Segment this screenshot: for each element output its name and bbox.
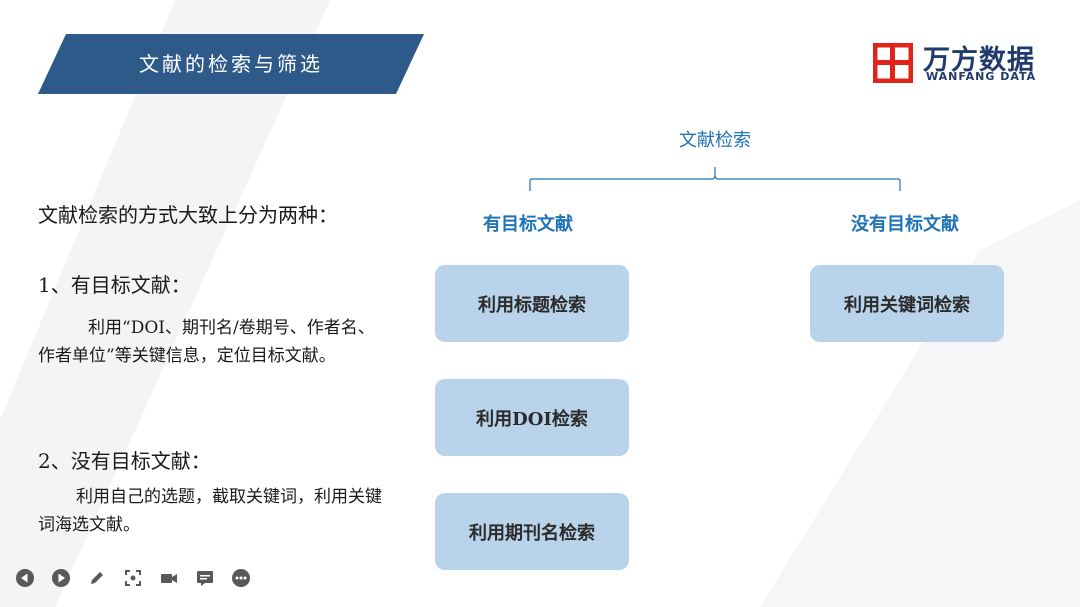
pen-icon[interactable] — [86, 567, 108, 589]
doi-search-box[interactable]: 利用DOI检索 — [435, 379, 629, 456]
logo-chinese-name: 万方数据 — [923, 45, 1035, 76]
more-icon[interactable] — [230, 567, 252, 589]
intro-text: 文献检索的方式大致上分为两种： — [38, 203, 338, 227]
play-icon[interactable] — [50, 567, 72, 589]
item2-text: 利用自己的选题，截取关键词，利用关键词海选文献。 — [38, 487, 382, 535]
item2-paragraph: 利用自己的选题，截取关键词，利用关键词海选文献。 — [38, 483, 386, 539]
branch-without-target: 没有目标文献 — [851, 214, 959, 235]
slide-title: 文献的检索与筛选 — [139, 52, 323, 76]
item1-text: 利用“DOI、期刊名/卷期号、作者名、作者单位”等关键信息，定位目标文献。 — [38, 318, 375, 366]
title-search-box[interactable]: 利用标题检索 — [435, 265, 629, 342]
camera-icon[interactable] — [158, 567, 180, 589]
tree-bracket — [529, 167, 901, 191]
wanfang-logo-mark — [873, 43, 913, 83]
logo-english-name: WANFANG DATA — [926, 70, 1037, 83]
previous-icon[interactable] — [14, 567, 36, 589]
item1-paragraph: 利用“DOI、期刊名/卷期号、作者名、作者单位”等关键信息，定位目标文献。 — [38, 314, 386, 370]
branch-with-target: 有目标文献 — [483, 214, 573, 235]
item2-heading: 2、没有目标文献： — [38, 449, 211, 473]
presentation-toolbar — [14, 566, 252, 590]
title-banner — [38, 34, 424, 94]
wanfang-logo: 万方数据 WANFANG DATA — [873, 40, 1053, 86]
journal-search-box[interactable]: 利用期刊名检索 — [435, 493, 629, 570]
subtitle-icon[interactable] — [194, 567, 216, 589]
item1-heading: 1、有目标文献： — [38, 273, 191, 297]
tree-root-label: 文献检索 — [679, 130, 751, 151]
focus-icon[interactable] — [122, 567, 144, 589]
keyword-search-box[interactable]: 利用关键词检索 — [810, 265, 1004, 342]
